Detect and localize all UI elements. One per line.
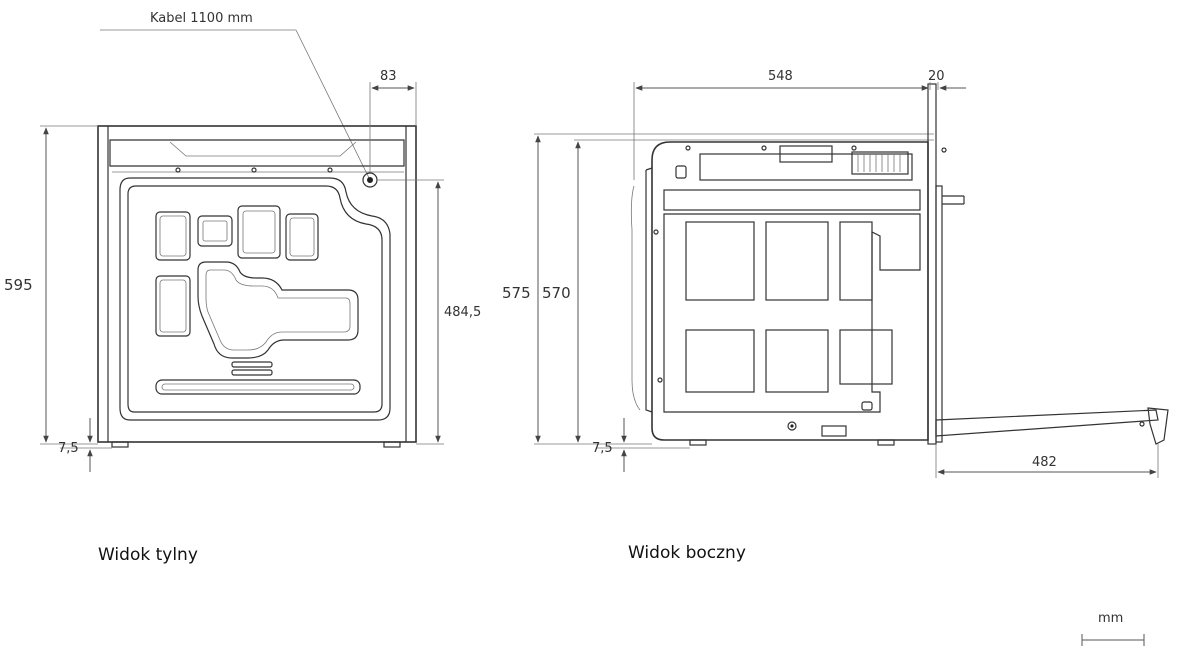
rear-view-drawing: Kabel 1100 mm — [4, 11, 481, 472]
dim-side-depth: 548 — [768, 69, 793, 84]
rear-top-vent — [169, 141, 357, 157]
side-hole — [653, 229, 659, 235]
rear-bottom-slot-inner — [161, 383, 355, 391]
rear-screw — [175, 167, 181, 173]
side-foot — [877, 439, 895, 446]
rear-vent-slot — [285, 213, 319, 261]
rear-vent-slot-inner — [159, 279, 187, 333]
side-pocket — [765, 221, 829, 301]
dim-rear-offset: 83 — [380, 69, 397, 84]
side-pocket — [839, 221, 873, 301]
rear-vent-slot — [197, 215, 233, 247]
caption-rear-view: Widok tylny — [98, 545, 198, 565]
dim-side-foot: 7,5 — [592, 441, 613, 456]
side-hole — [787, 421, 797, 431]
side-bottom-bracket — [821, 425, 847, 437]
cable-label: Kabel 1100 mm — [150, 11, 253, 26]
rear-slat — [231, 369, 273, 376]
dim-side-height-total: 575 — [502, 284, 531, 302]
side-screw — [685, 145, 691, 151]
rear-foot — [383, 441, 401, 448]
dim-side-height-body: 570 — [542, 284, 571, 302]
side-pocket — [685, 329, 755, 393]
rear-vent-slot-inner — [242, 210, 276, 254]
side-pocket — [765, 329, 829, 393]
side-top-plug — [779, 145, 833, 163]
rear-vent-slot-inner — [159, 215, 187, 257]
side-top-box — [699, 153, 913, 181]
dim-rear-connection: 484,5 — [444, 305, 481, 320]
unit-scale: mm — [1081, 611, 1145, 646]
side-front-panel — [927, 83, 937, 445]
side-small-box — [861, 401, 873, 411]
side-vent-grille — [851, 151, 909, 175]
side-screw — [851, 145, 857, 151]
rear-foot — [111, 441, 129, 448]
side-screw — [941, 147, 947, 153]
rear-screw — [251, 167, 257, 173]
rear-vent-slot-inner — [289, 217, 315, 257]
rear-panel-outer — [119, 177, 391, 421]
rear-vent-slot-inner — [202, 220, 228, 242]
rear-fan-cover — [197, 261, 359, 359]
side-view-drawing: 548 20 575 570 7,5 482 — [502, 69, 1169, 478]
side-door-handle — [1147, 407, 1169, 445]
dim-side-front: 20 — [928, 69, 945, 84]
cable-leader-diagonal — [295, 29, 371, 181]
side-panel-frame — [663, 213, 921, 413]
cable-connector — [362, 172, 378, 188]
side-pocket — [839, 329, 893, 385]
side-back-edge — [645, 167, 653, 413]
side-back-curve — [630, 185, 641, 411]
side-screw — [761, 145, 767, 151]
unit-label: mm — [1098, 611, 1123, 626]
side-pocket — [685, 221, 755, 301]
side-body-outline — [651, 141, 929, 441]
rear-bottom-slot — [155, 379, 361, 395]
side-foot — [689, 439, 707, 446]
rear-screw — [327, 167, 333, 173]
dim-rear-foot: 7,5 — [58, 441, 79, 456]
rear-fan-cover-inner — [205, 269, 351, 351]
rear-vent-slot — [155, 211, 191, 261]
rear-panel-inner — [127, 185, 383, 413]
side-hole-core — [790, 424, 794, 428]
side-hole — [657, 377, 663, 383]
rear-slat — [231, 361, 273, 368]
caption-side-view: Widok boczny — [628, 543, 746, 563]
rear-vent-slot — [155, 275, 191, 337]
dim-rear-height: 595 — [4, 276, 33, 294]
rear-top-strip — [109, 139, 405, 167]
side-small-box — [675, 165, 687, 179]
rear-vent-slot — [237, 205, 281, 259]
side-door-open — [935, 409, 1159, 437]
side-screw — [1139, 421, 1145, 427]
dim-side-door-open: 482 — [1032, 455, 1057, 470]
side-door — [935, 185, 943, 443]
rear-outer-frame — [97, 125, 417, 443]
cable-connector-core — [367, 177, 373, 183]
side-rail — [663, 189, 921, 211]
